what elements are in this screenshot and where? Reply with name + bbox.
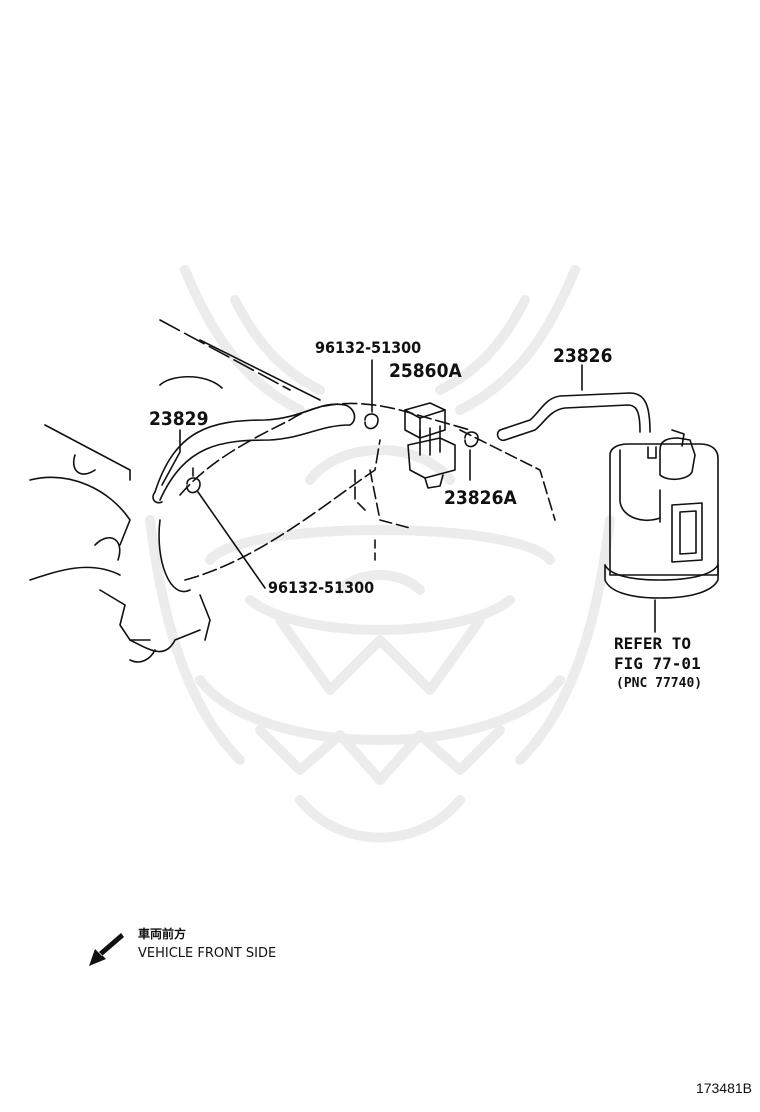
legend-japanese-label: 車両前方 [138,927,187,941]
callout-23826: 23826 [553,345,613,367]
refer-fig-line: FIG 77-01 [614,654,701,673]
refer-to-note: REFER TO FIG 77-01 (PNC 77740) [614,634,702,694]
legend-english-label: VEHICLE FRONT SIDE [138,946,277,961]
callout-23826a: 23826A [444,487,517,509]
callout-96132-51300-lower: 96132-51300 [268,578,375,597]
callout-25860a: 25860A [389,360,462,382]
figure-id: 173481B [695,1080,752,1096]
watermark-logo [145,265,615,843]
callout-96132-51300-upper: 96132-51300 [315,338,422,357]
arrow-down-left-icon [89,933,124,966]
refer-pnc-line: (PNC 77740) [616,676,703,691]
drawing-lines [29,319,719,663]
refer-to-line: REFER TO [614,634,692,653]
callout-23829: 23829 [149,408,209,430]
